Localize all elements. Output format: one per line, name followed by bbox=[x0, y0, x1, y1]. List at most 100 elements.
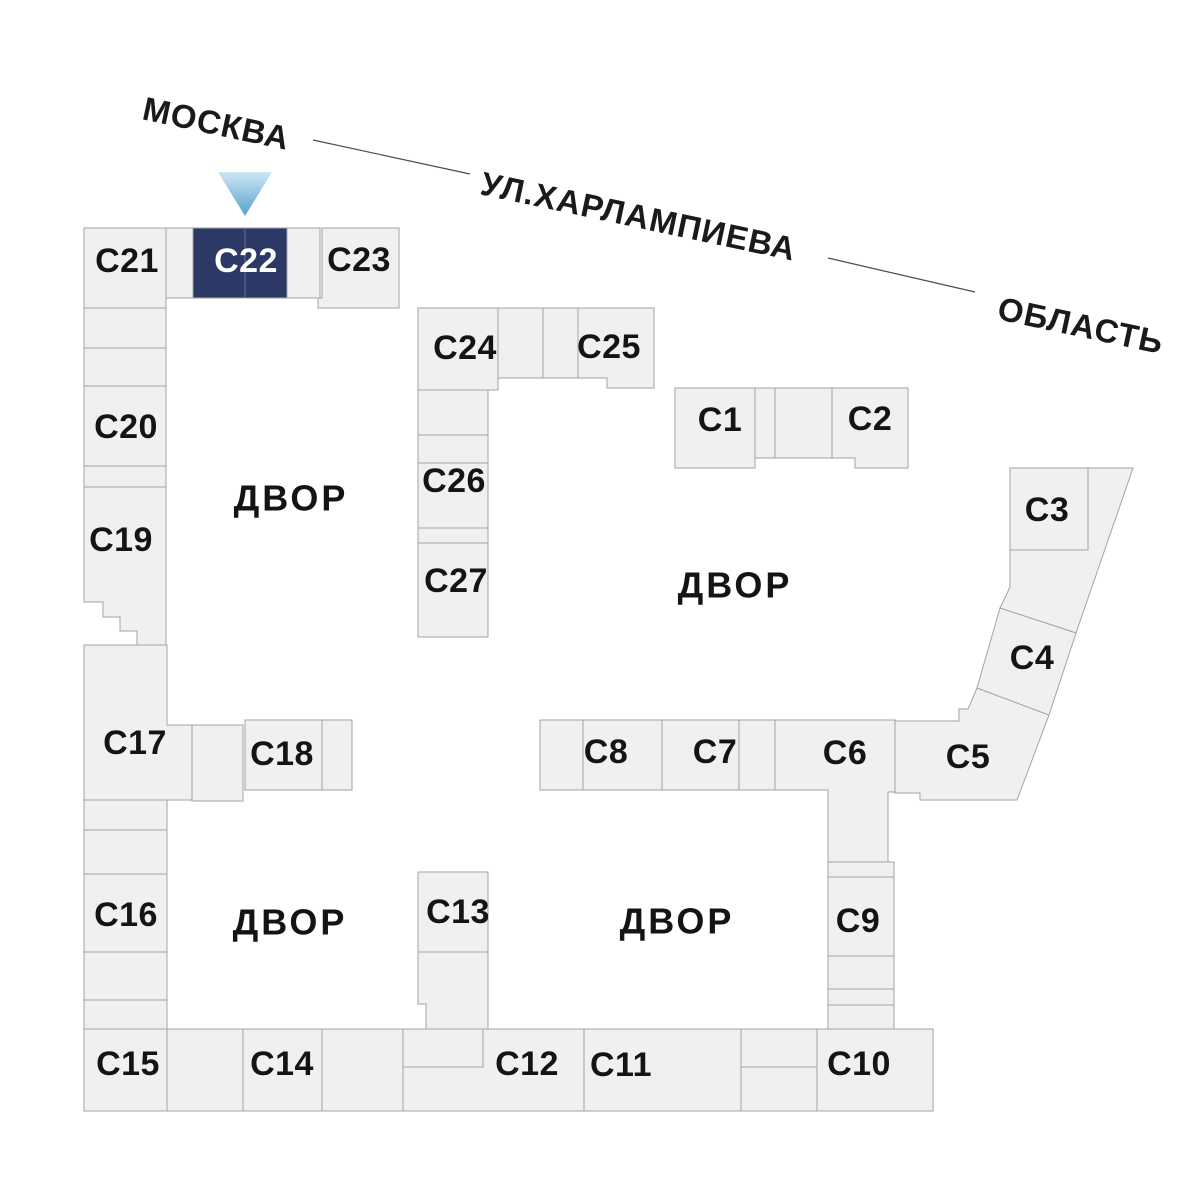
building-c24-shape[interactable] bbox=[417, 307, 499, 391]
region-direction-label: ОБЛАСТЬ bbox=[995, 290, 1168, 361]
building-c17-shape[interactable] bbox=[83, 644, 193, 801]
building-c21-shape[interactable] bbox=[83, 227, 167, 309]
building-c15[interactable]: С15 bbox=[83, 1028, 168, 1112]
connector-block bbox=[417, 527, 489, 544]
connector-block bbox=[827, 988, 895, 1006]
building-c14[interactable]: С14 bbox=[242, 1028, 323, 1112]
connector-block bbox=[774, 387, 833, 459]
building-c10[interactable]: С10 bbox=[816, 1028, 934, 1112]
connector-block bbox=[402, 1028, 484, 1068]
connector-block bbox=[83, 799, 168, 831]
building-label: С27 bbox=[424, 562, 488, 600]
building-c4[interactable]: С4 bbox=[976, 607, 1077, 716]
connector-block bbox=[740, 1028, 818, 1068]
building-label: С4 bbox=[1010, 639, 1054, 677]
connector-block bbox=[321, 1028, 404, 1112]
connector-block bbox=[417, 434, 489, 464]
courtyard-label: ДВОР bbox=[678, 565, 793, 606]
building-c11-shape[interactable] bbox=[583, 1028, 742, 1112]
building-c17[interactable]: С17 bbox=[83, 644, 193, 801]
building-label: С15 bbox=[96, 1045, 160, 1083]
building-c7[interactable]: С7 bbox=[661, 719, 740, 791]
building-c1[interactable]: С1 bbox=[674, 387, 756, 469]
building-c6[interactable]: С6 bbox=[774, 719, 896, 863]
building-c22-shape[interactable] bbox=[192, 227, 288, 299]
courtyard-label: ДВОР bbox=[233, 902, 348, 943]
connector-block bbox=[165, 227, 194, 299]
building-c3[interactable]: С3 bbox=[1009, 467, 1089, 551]
connector-block bbox=[738, 719, 776, 791]
building-c18-shape[interactable] bbox=[244, 719, 323, 791]
building-label: С7 bbox=[693, 733, 737, 771]
building-c16-shape[interactable] bbox=[83, 873, 168, 953]
courtyard-label: ДВОР bbox=[620, 901, 735, 942]
connector-block bbox=[286, 227, 321, 299]
street-line bbox=[827, 257, 976, 293]
building-c5-shape[interactable] bbox=[894, 687, 1050, 801]
selected-building-arrow-icon bbox=[218, 172, 272, 216]
building-c24[interactable]: С24 bbox=[417, 307, 499, 391]
connector-block bbox=[827, 861, 895, 878]
building-c5[interactable]: С5 bbox=[894, 687, 1050, 801]
building-label: С6 bbox=[823, 734, 867, 772]
building-c25[interactable]: С25 bbox=[577, 307, 655, 389]
connector-block bbox=[83, 347, 167, 387]
building-c3-shape[interactable] bbox=[1009, 467, 1089, 551]
building-label: С5 bbox=[946, 738, 990, 776]
building-label: С2 bbox=[848, 400, 892, 438]
building-c9-shape[interactable] bbox=[827, 876, 895, 957]
building-c16[interactable]: С16 bbox=[83, 873, 168, 953]
connector-block bbox=[740, 1066, 818, 1112]
building-c10-shape[interactable] bbox=[816, 1028, 934, 1112]
connector-block bbox=[83, 951, 168, 1001]
building-c19[interactable]: С19 bbox=[83, 486, 167, 646]
city-direction-label: МОСКВА bbox=[140, 90, 294, 157]
building-label: С23 bbox=[327, 241, 391, 279]
building-c21[interactable]: С21 bbox=[83, 227, 167, 309]
building-c15-shape[interactable] bbox=[83, 1028, 168, 1112]
connector-block bbox=[83, 829, 168, 875]
building-c26-shape[interactable] bbox=[417, 462, 489, 529]
connector-block bbox=[191, 724, 244, 802]
building-label: С3 bbox=[1025, 491, 1069, 529]
building-c27[interactable]: С27 bbox=[417, 542, 489, 638]
building-c25-shape[interactable] bbox=[577, 307, 655, 389]
building-label: С18 bbox=[250, 735, 314, 773]
building-label: С11 bbox=[590, 1046, 652, 1084]
building-c20-shape[interactable] bbox=[83, 385, 167, 467]
building-c20[interactable]: С20 bbox=[83, 385, 167, 467]
building-c18[interactable]: С18 bbox=[244, 719, 323, 791]
building-c22[interactable]: С22 bbox=[192, 227, 288, 299]
building-c8[interactable]: С8 bbox=[582, 719, 663, 791]
building-label: С19 bbox=[89, 521, 153, 559]
building-c26[interactable]: С26 bbox=[417, 462, 489, 529]
building-c13-shape[interactable] bbox=[417, 871, 489, 953]
building-c23[interactable]: С23 bbox=[317, 227, 400, 309]
connector-block bbox=[542, 307, 579, 379]
connector-block bbox=[827, 1004, 895, 1030]
building-c23-shape[interactable] bbox=[317, 227, 400, 309]
building-c11[interactable]: С11 bbox=[583, 1028, 742, 1112]
building-c4-shape[interactable] bbox=[976, 607, 1077, 716]
building-label: С16 bbox=[94, 896, 158, 934]
building-c27-shape[interactable] bbox=[417, 542, 489, 638]
building-label: С17 bbox=[103, 724, 167, 762]
courtyard-labels: ДВОР ДВОР ДВОР ДВОР bbox=[233, 478, 793, 943]
connector-block bbox=[321, 719, 353, 791]
building-c14-shape[interactable] bbox=[242, 1028, 323, 1112]
street-line bbox=[312, 139, 471, 175]
building-c13[interactable]: С13 bbox=[417, 871, 490, 953]
building-c19-shape[interactable] bbox=[83, 486, 167, 646]
building-c9[interactable]: С9 bbox=[827, 876, 895, 957]
building-c2-shape[interactable] bbox=[831, 387, 909, 469]
building-c7-shape[interactable] bbox=[661, 719, 740, 791]
building-label: С25 bbox=[577, 328, 641, 366]
connector-block bbox=[497, 307, 544, 379]
building-label: С13 bbox=[426, 893, 490, 931]
building-c1-shape[interactable] bbox=[674, 387, 756, 469]
connector-blocks bbox=[83, 227, 1134, 1112]
building-c12[interactable]: С12 bbox=[402, 1028, 585, 1112]
building-c2[interactable]: С2 bbox=[831, 387, 909, 469]
